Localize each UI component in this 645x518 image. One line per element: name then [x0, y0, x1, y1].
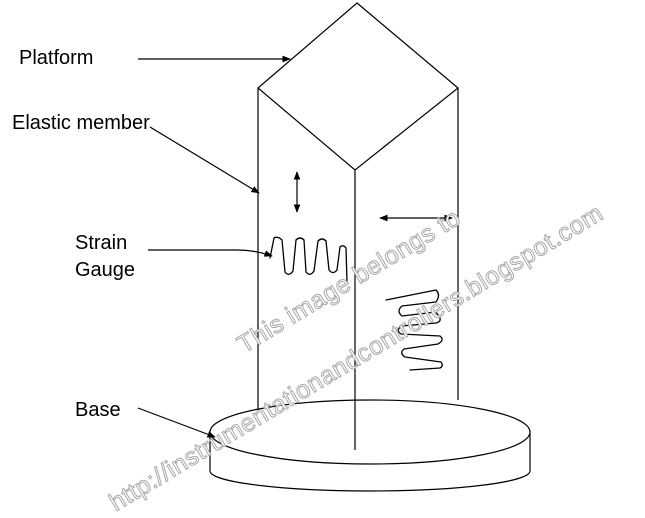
strain-gauge-leader-arrow	[148, 249, 273, 257]
strain-gauges	[269, 236, 443, 371]
strain-gauge-label-line1: Strain	[75, 232, 128, 254]
elastic-member-column	[257, 88, 459, 450]
elastic-member-leader-arrow	[149, 126, 260, 194]
leader-arrows	[137, 55, 291, 438]
strain-gauge-vertical	[269, 236, 348, 283]
base-cylinder	[209, 399, 531, 492]
elastic-member-label: Elastic member	[12, 112, 150, 134]
platform-label: Platform	[19, 47, 94, 69]
strain-gauge-horizontal	[385, 289, 443, 371]
platform-diamond	[257, 2, 459, 171]
strain-gauge-label-line2: Gauge	[75, 259, 136, 281]
strain-direction-arrows	[293, 171, 453, 222]
base-leader-arrow	[137, 407, 216, 438]
base-label: Base	[75, 399, 121, 421]
